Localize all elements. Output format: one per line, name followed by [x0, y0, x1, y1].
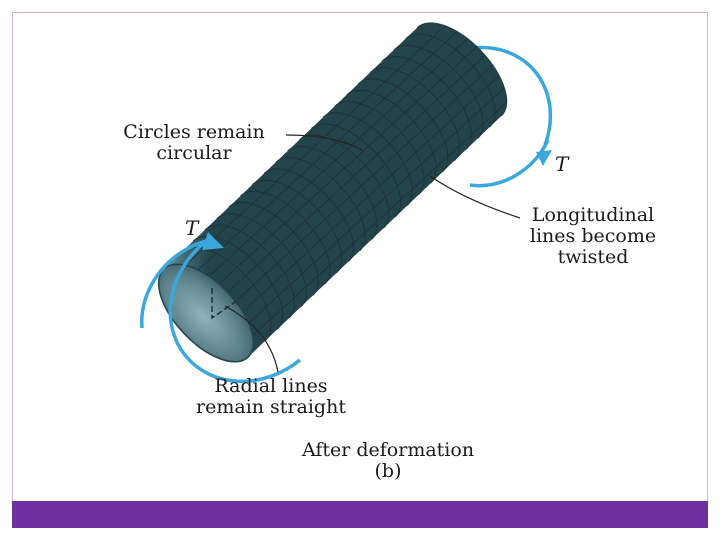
- circumferential-line: [393, 44, 484, 139]
- circumferential-line: [369, 67, 461, 162]
- circumferential-line: [216, 213, 307, 308]
- circumferential-line: [322, 112, 413, 207]
- footer-bar: [12, 501, 708, 528]
- torque-label-left: T: [185, 216, 199, 240]
- torque-arrow-left-back: [139, 238, 211, 329]
- circumferential-line: [251, 179, 343, 274]
- circumferential-line: [228, 202, 319, 296]
- leader-radial: [224, 305, 279, 373]
- longitudinal-line: [248, 87, 505, 324]
- circumferential-line: [263, 168, 354, 263]
- shaft-body: [163, 22, 508, 358]
- label-radial-line1: Radial lines: [214, 375, 328, 397]
- leader-longitudinal: [429, 175, 521, 219]
- label-longitudinal-line2: lines become: [529, 225, 657, 247]
- torque-arrow-left-tip: [202, 232, 224, 250]
- circumferential-line: [204, 224, 295, 319]
- torque-label-right: T: [555, 152, 569, 176]
- label-longitudinal-line1: Longitudinal: [531, 204, 655, 226]
- label-longitudinal: Longitudinal lines become twisted: [508, 205, 678, 268]
- longitudinal-line: [197, 31, 458, 271]
- circumferential-line: [275, 157, 366, 251]
- label-longitudinal-line3: twisted: [557, 246, 629, 268]
- longitudinal-line: [235, 64, 494, 302]
- longitudinal-line: [242, 75, 500, 313]
- label-circles-line1: Circles remain: [123, 121, 265, 143]
- label-circles-line2: circular: [156, 142, 232, 164]
- longitudinal-line: [185, 25, 446, 266]
- circumferential-line: [358, 78, 449, 173]
- caption: After deformation (b): [250, 440, 526, 482]
- torque-arrow-left: [168, 240, 302, 384]
- circumferential-line: [346, 89, 437, 184]
- torque-arrow-right-tip: [536, 150, 552, 166]
- circumferential-line: [240, 190, 331, 285]
- label-radial-line2: remain straight: [196, 396, 346, 418]
- circumferential-line: [334, 100, 425, 195]
- circumferential-line: [381, 56, 472, 150]
- longitudinal-line: [208, 38, 468, 277]
- longitudinal-line: [252, 101, 508, 337]
- longitudinal-line: [218, 46, 478, 285]
- radial-lines: [211, 288, 239, 320]
- circumferential-line: [299, 134, 390, 229]
- caption-line2: (b): [374, 460, 402, 482]
- leader-circles: [285, 134, 363, 151]
- caption-line1: After deformation: [301, 439, 475, 461]
- torque-arrow-right-front: [469, 139, 550, 188]
- label-circles: Circles remain circular: [96, 122, 292, 164]
- circumferential-line: [287, 145, 378, 240]
- label-radial: Radial lines remain straight: [166, 376, 376, 418]
- longitudinal-line: [227, 55, 486, 293]
